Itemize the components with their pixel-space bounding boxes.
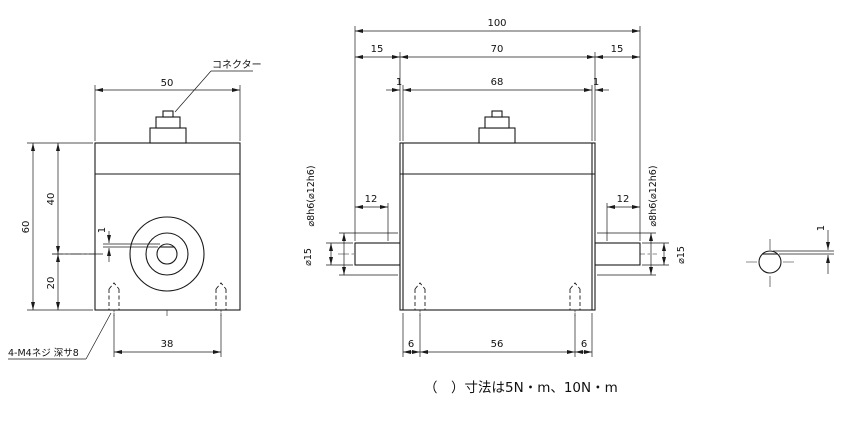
dim-6-56-6: 6 56 6 xyxy=(402,313,593,357)
dia-boss-left-label: ⌀15 xyxy=(303,248,314,266)
dia-boss-right-label: ⌀15 xyxy=(676,246,687,264)
dim-15-70-15: 15 70 15 xyxy=(355,44,640,141)
front-pilot-circle xyxy=(145,232,189,276)
dim-100-label: 100 xyxy=(487,18,506,29)
front-connector-tip xyxy=(162,110,174,118)
dia-shaft-left-label: ⌀8h6(⌀12h6) xyxy=(306,165,317,226)
dim-1-left-label: 1 xyxy=(396,77,402,88)
front-boss-circle xyxy=(129,216,205,292)
end-shaft-circle xyxy=(758,250,782,274)
dim-1-68-1: 68 1 1 xyxy=(386,77,609,141)
dia-boss-left: ⌀15 xyxy=(303,232,398,276)
dim-38: 38 xyxy=(113,313,222,357)
dia-shaft-right-label: ⌀8h6(⌀12h6) xyxy=(648,165,659,226)
side-view: 100 15 70 15 68 1 1 12 xyxy=(303,18,687,357)
hole-drill-point xyxy=(108,282,120,290)
connector-label: コネクター xyxy=(212,59,262,71)
dim-flat-end: 1 xyxy=(773,225,834,274)
dim-6-left-label: 6 xyxy=(408,339,414,350)
dim-12-left-label: 12 xyxy=(365,194,378,205)
dim-60-label: 60 xyxy=(21,221,32,234)
front-tapped-holes xyxy=(108,282,227,310)
dim-38-label: 38 xyxy=(161,339,174,350)
screw-note-label: 4-M4ネジ 深サ8 xyxy=(8,348,79,359)
end-view: 1 xyxy=(746,225,834,287)
screw-note-callout: 4-M4ネジ 深サ8 xyxy=(8,312,112,360)
dim-12-left: 12 xyxy=(355,194,389,241)
left-shaft xyxy=(354,242,401,266)
dim-20-label: 20 xyxy=(46,277,57,290)
dim-1-right-label: 1 xyxy=(593,77,599,88)
front-connector-base xyxy=(149,127,187,144)
right-shaft xyxy=(594,242,641,266)
dim-68-label: 68 xyxy=(491,77,504,88)
side-body-outline xyxy=(399,142,596,311)
front-shaft-circle xyxy=(156,243,178,265)
side-connector xyxy=(478,110,516,144)
dim-70-label: 70 xyxy=(491,44,504,55)
hole-drill-point xyxy=(414,282,426,290)
dim-15-left-label: 15 xyxy=(371,44,384,55)
dim-12-right: 12 xyxy=(606,194,640,241)
parenthetical-note: （ ）寸法は5N・m、10N・m xyxy=(424,380,618,396)
dim-50-label: 50 xyxy=(161,78,174,89)
hole-drill-point xyxy=(215,282,227,290)
dim-flat-front-label: 1 xyxy=(97,227,108,233)
dim-flat-end-label: 1 xyxy=(816,225,827,231)
dia-boss-right: ⌀15 xyxy=(597,232,687,276)
side-connector-tip xyxy=(491,110,503,118)
side-connector-base xyxy=(478,127,516,144)
dim-6-right-label: 6 xyxy=(581,339,587,350)
front-view: 50 60 40 20 1 38 xyxy=(8,59,262,360)
dim-flat-front: 1 xyxy=(97,227,160,262)
dim-12-right-label: 12 xyxy=(617,194,630,205)
dim-60-40-20: 60 40 20 xyxy=(21,142,103,311)
front-connector-mid xyxy=(155,116,181,129)
dim-40-label: 40 xyxy=(46,193,57,206)
dim-56-label: 56 xyxy=(491,339,504,350)
dia-shaft-left: ⌀8h6(⌀12h6) xyxy=(306,165,353,266)
side-connector-mid xyxy=(484,116,510,129)
side-tapped-holes xyxy=(414,282,581,310)
connector-callout: コネクター xyxy=(174,59,262,113)
hole-drill-point xyxy=(569,282,581,290)
front-connector xyxy=(149,110,187,144)
dia-shaft-right: ⌀8h6(⌀12h6) xyxy=(642,165,669,266)
dim-15-right-label: 15 xyxy=(611,44,624,55)
dim-50: 50 xyxy=(94,78,241,141)
